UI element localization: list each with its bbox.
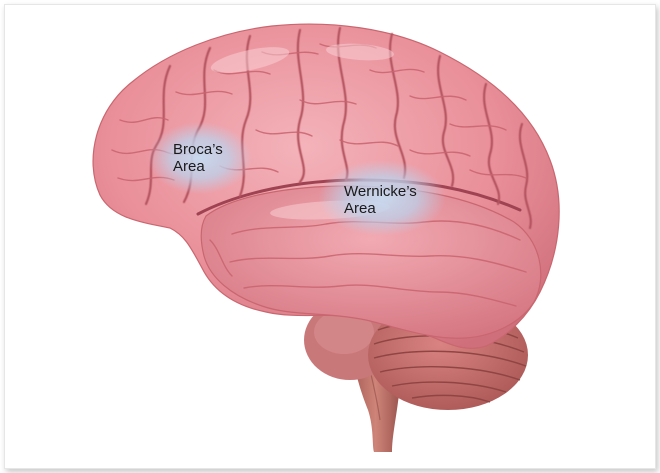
wernicke-area-label-line2: Area: [344, 200, 376, 217]
broca-area-label: Broca’s Area: [173, 141, 223, 175]
broca-area-label-line2: Area: [173, 158, 205, 175]
broca-area-label-line1: Broca’s: [173, 141, 223, 158]
broca-highlight: [148, 122, 252, 194]
wernicke-highlight: [318, 160, 446, 236]
wernicke-area-label-line1: Wernicke’s: [344, 183, 417, 200]
wernicke-area-label: Wernicke’s Area: [344, 183, 417, 217]
